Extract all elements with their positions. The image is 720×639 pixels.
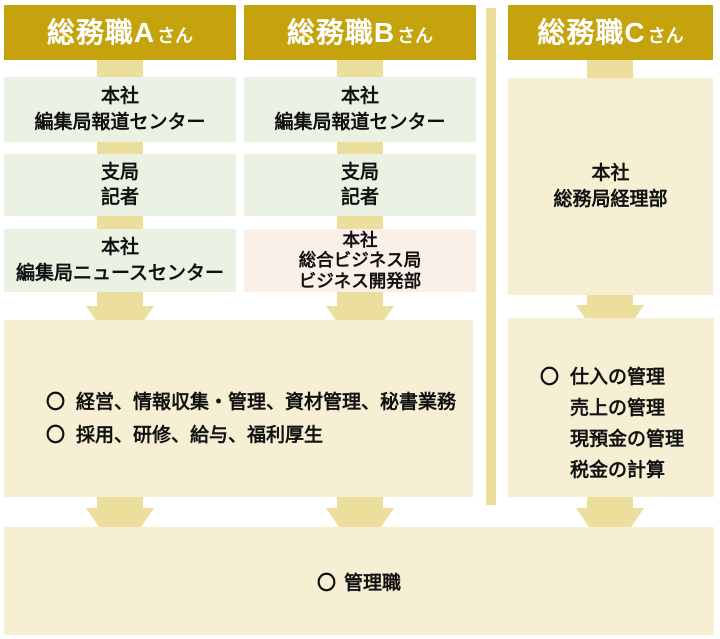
connector [337, 497, 383, 511]
step-line: 記者 [340, 187, 379, 208]
duty-item: 〇 仕入の管理 [540, 362, 710, 393]
career-step-b3: 本社 総合ビジネス局 ビジネス開発部 [244, 229, 476, 292]
connector [337, 216, 383, 229]
step-line: ビジネス開発部 [298, 270, 422, 291]
career-step-a1: 本社 編集局報道センター [4, 77, 236, 142]
duties-box-ab: 〇 経営、情報収集・管理、資材管理、秘書業務 〇 採用、研修、給与、福利厚生 [4, 320, 473, 497]
step-line: 記者 [100, 187, 139, 208]
person-b-suffix: さん [397, 26, 434, 46]
connector [97, 60, 143, 77]
circle-bullet-icon: 〇 [46, 392, 66, 413]
step-line: 総合ビジネス局 [298, 250, 422, 271]
duty-item: 〇 経営、情報収集・管理、資材管理、秘書業務 [46, 386, 463, 419]
career-step-b2: 支局 記者 [244, 154, 476, 216]
connector [337, 292, 383, 308]
connector [97, 292, 143, 308]
duty-item: 現預金の管理 [540, 424, 710, 455]
step-line: 本社 [591, 163, 630, 185]
person-a-suffix: さん [157, 26, 194, 46]
person-c-suffix: さん [647, 26, 684, 46]
connector [97, 216, 143, 229]
circle-bullet-icon: 〇 [46, 425, 66, 446]
person-b-title: 総務職B [286, 17, 396, 48]
circle-bullet-icon: 〇 [540, 367, 560, 388]
step-line: 総務局経理部 [553, 188, 668, 210]
duty-text: 経営、情報収集・管理、資材管理、秘書業務 [76, 392, 457, 413]
connector [587, 60, 633, 78]
duty-text: 税金の計算 [570, 460, 666, 481]
step-line: 編集局ニュースセンター [15, 262, 225, 284]
connector [97, 142, 143, 154]
connector [97, 497, 143, 511]
duty-text: 採用、研修、給与、福利厚生 [76, 425, 324, 446]
duty-text: 現預金の管理 [570, 429, 685, 450]
duty-item: 税金の計算 [540, 455, 710, 486]
step-line: 本社 [342, 229, 378, 250]
step-line: 支局 [100, 161, 139, 183]
duty-item: 売上の管理 [540, 393, 710, 424]
career-step-a3: 本社 編集局ニュースセンター [4, 229, 236, 292]
step-line: 編集局報道センター [274, 111, 446, 133]
column-divider [486, 8, 496, 505]
duties-box-c: 〇 仕入の管理 売上の管理 現預金の管理 税金の計算 [508, 318, 714, 497]
step-line: 支局 [340, 161, 379, 183]
connector [337, 60, 383, 77]
managerial-label: 管理職 [344, 572, 402, 594]
step-line: 本社 [100, 237, 139, 259]
connector [587, 497, 633, 511]
person-a-title: 総務職A [46, 17, 156, 48]
connector [337, 142, 383, 154]
career-step-b1: 本社 編集局報道センター [244, 77, 476, 142]
career-step-c1: 本社 総務局経理部 [508, 78, 713, 295]
duty-text: 仕入の管理 [570, 367, 666, 388]
person-c-title: 総務職C [537, 17, 646, 48]
step-line: 編集局報道センター [34, 111, 206, 133]
duty-item: 〇 採用、研修、給与、福利厚生 [46, 419, 463, 452]
final-box: 〇 管理職 [4, 527, 714, 635]
step-line: 本社 [100, 86, 139, 108]
career-step-a2: 支局 記者 [4, 154, 236, 216]
step-line: 本社 [340, 86, 379, 108]
duty-text: 売上の管理 [570, 398, 666, 419]
circle-bullet-icon: 〇 [316, 572, 336, 594]
